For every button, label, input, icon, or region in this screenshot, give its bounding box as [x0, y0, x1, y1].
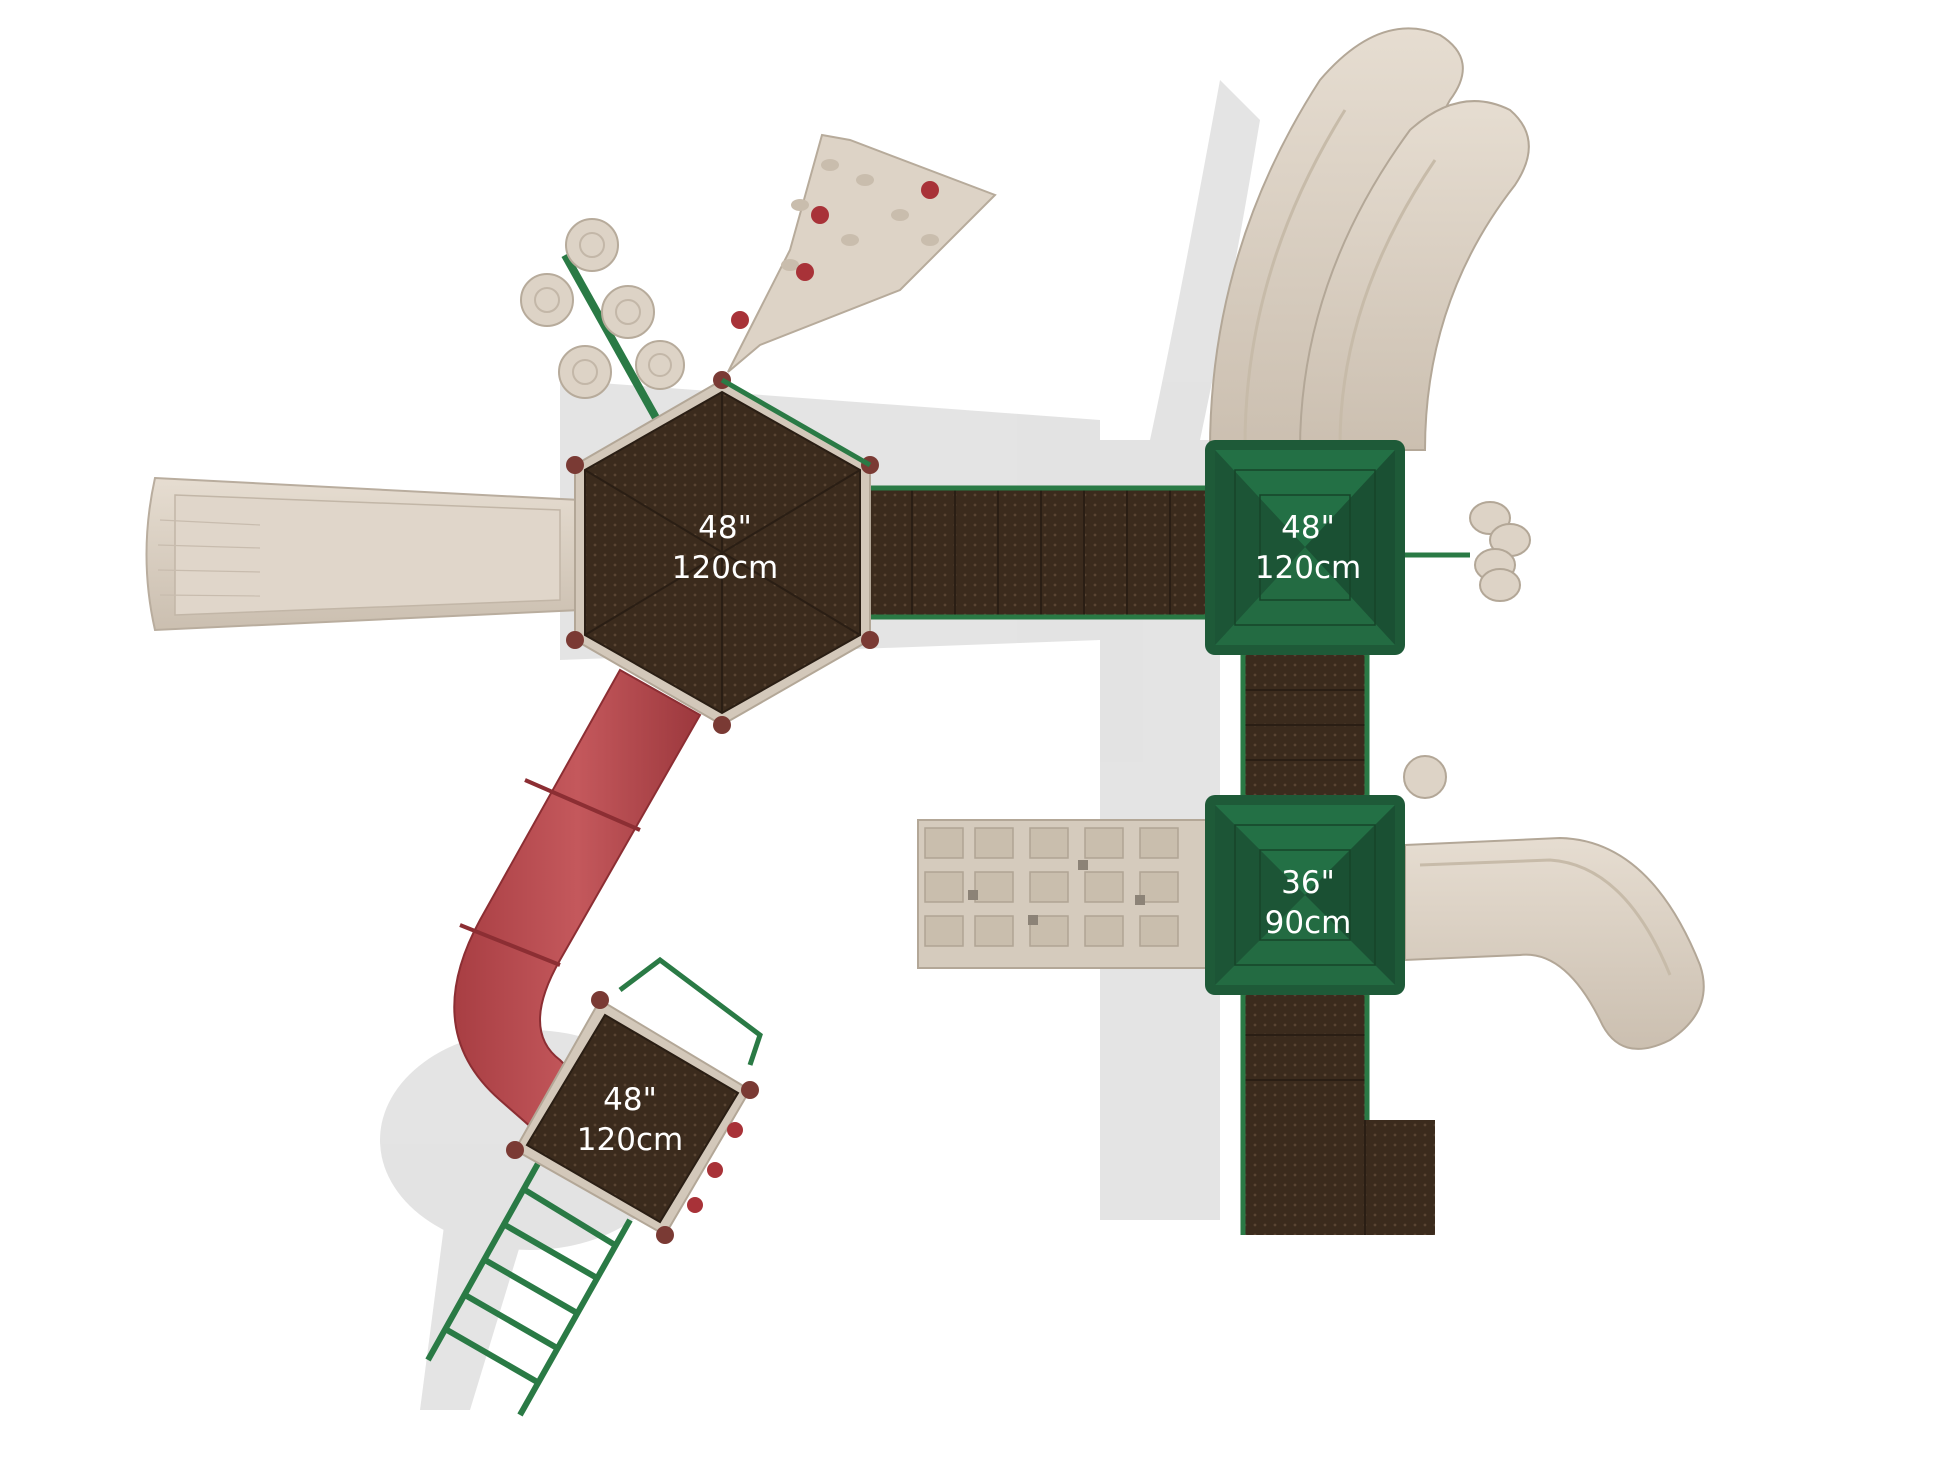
- tube-slide: [453, 668, 702, 1137]
- climbing-hold-icon: [731, 181, 939, 329]
- leaf-climber: [520, 218, 685, 427]
- spinner-panel: [1405, 501, 1531, 602]
- height-in-text: 48": [603, 1082, 657, 1118]
- hex-deck: [566, 371, 879, 734]
- panel-climber: [917, 819, 1209, 969]
- green-roof-top: [1205, 440, 1405, 655]
- bridge-horizontal: [870, 485, 1215, 620]
- height-in-text: 48": [1281, 510, 1335, 546]
- double-curved-slide: [1208, 27, 1530, 451]
- ladder: [425, 1158, 633, 1417]
- height-label-green-roof-top: 48" 120cm: [1255, 510, 1361, 586]
- height-cm-text: 120cm: [672, 550, 778, 586]
- periscope: [1403, 755, 1447, 799]
- height-in-text: 36": [1281, 865, 1335, 901]
- small-deck: [506, 956, 763, 1244]
- left-slide: [145, 476, 581, 632]
- height-label-small-deck: 48" 120cm: [577, 1082, 683, 1158]
- green-roof-bottom: [1205, 795, 1405, 995]
- height-cm-text: 120cm: [1255, 550, 1361, 586]
- height-cm-text: 120cm: [577, 1122, 683, 1158]
- height-label-green-roof-bottom: 36" 90cm: [1265, 865, 1352, 941]
- small-curved-slide: [1404, 836, 1705, 1050]
- rock-climbing-wall: [727, 133, 997, 373]
- climbing-hold-icon: [687, 1122, 743, 1213]
- height-in-text: 48": [698, 510, 752, 546]
- steps: [1240, 990, 1435, 1235]
- height-cm-text: 90cm: [1265, 905, 1352, 941]
- height-label-hex-deck: 48" 120cm: [672, 510, 778, 586]
- post-cap-icon: [506, 991, 759, 1244]
- bridge-vertical: [1240, 655, 1370, 795]
